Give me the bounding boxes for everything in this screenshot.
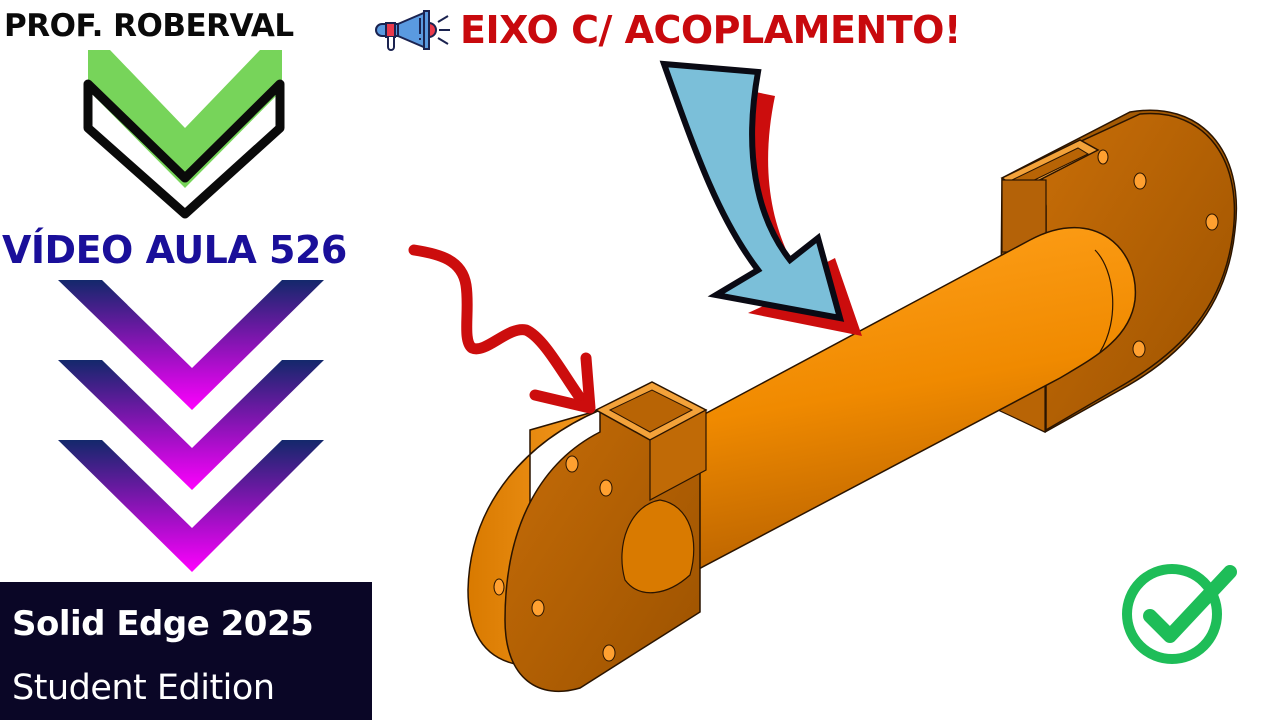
headline: EIXO C/ ACOPLAMENTO! (460, 8, 961, 52)
brand-subtitle: Student Edition (12, 668, 275, 708)
brand-panel (0, 582, 372, 720)
chevron-down-icon (83, 50, 285, 219)
lesson-label: VÍDEO AULA 526 (2, 228, 347, 272)
left-coupling (467, 381, 708, 693)
squiggle-arrow-icon (408, 244, 596, 414)
curved-arrow-icon (659, 60, 862, 336)
check-circle-icon (1122, 564, 1237, 664)
brand-title: Solid Edge 2025 (12, 604, 314, 644)
triple-chevron-down-icon (58, 280, 324, 572)
megaphone-icon (375, 10, 450, 51)
author-title: PROF. ROBERVAL (4, 8, 294, 44)
